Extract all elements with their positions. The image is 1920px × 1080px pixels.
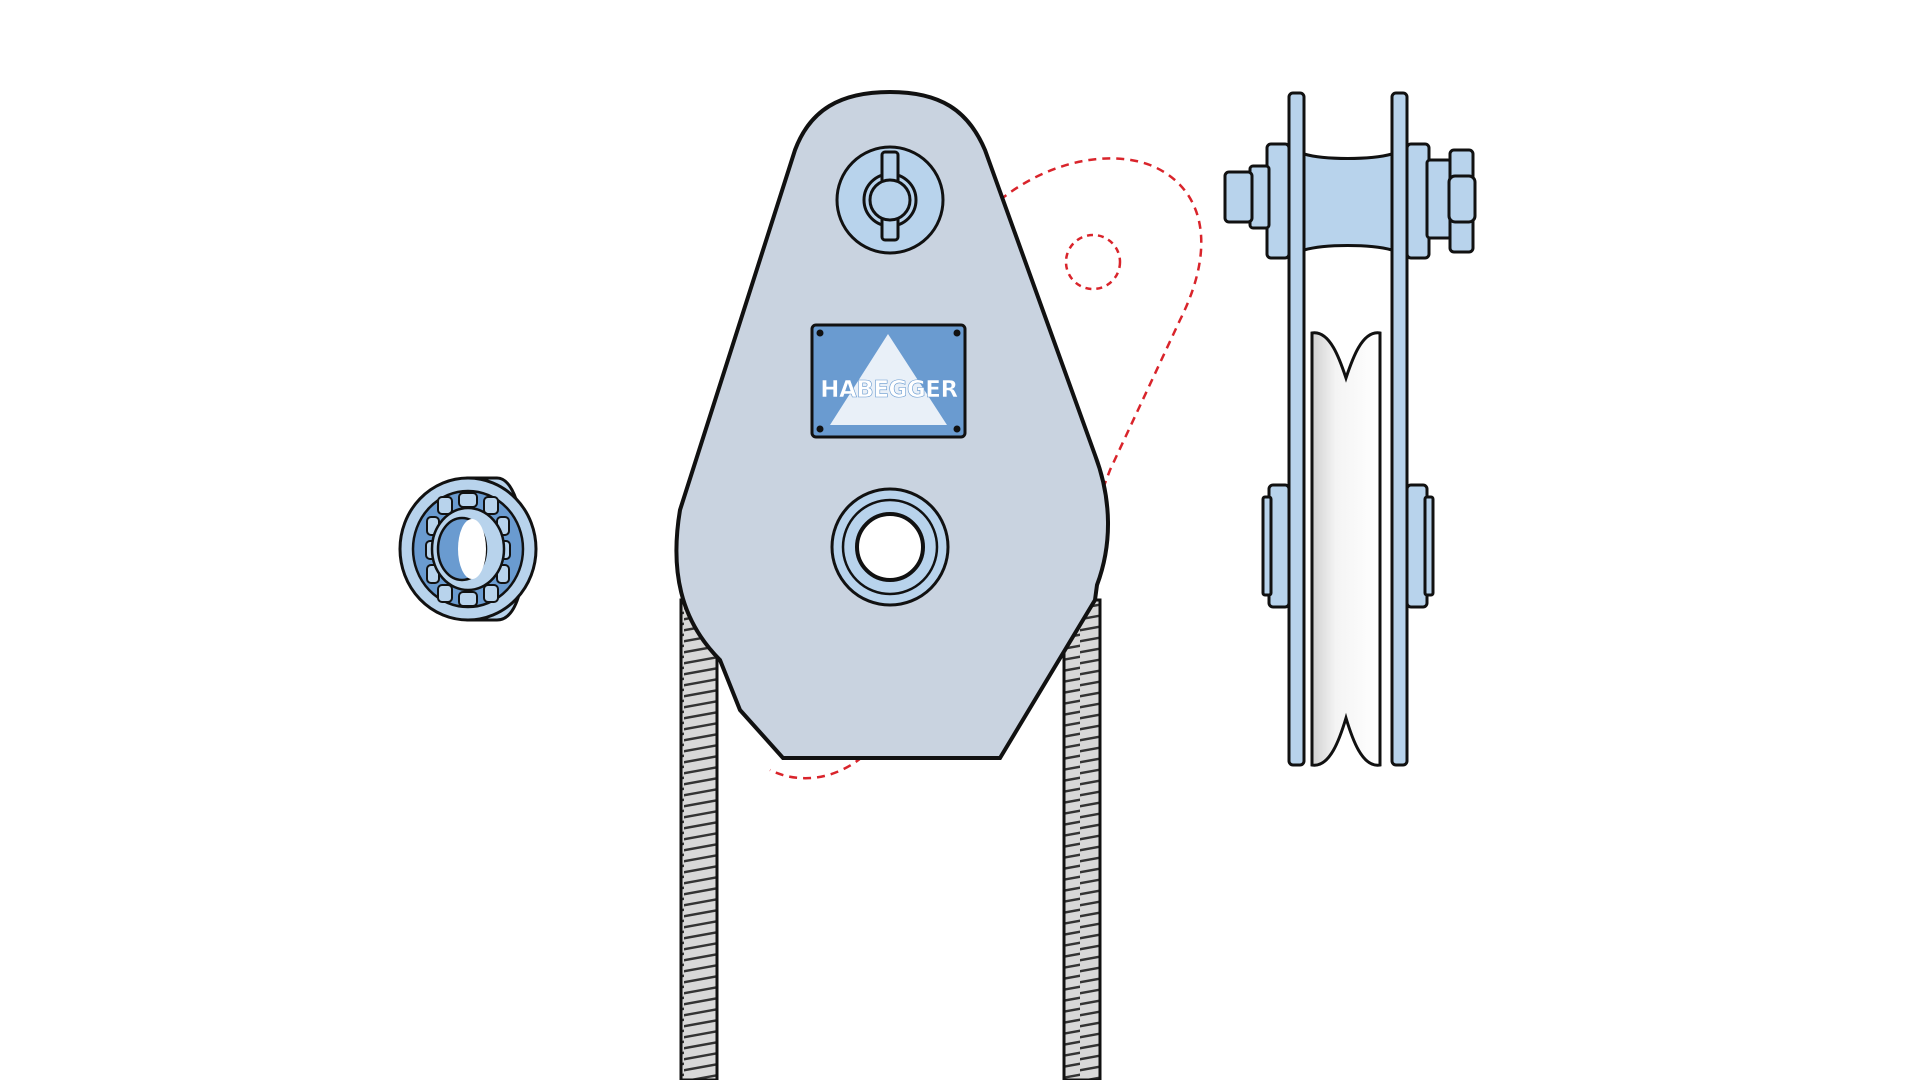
rope-left [679, 598, 719, 1080]
swing-plate-pivot-hole [1064, 233, 1122, 291]
plate-rivet [953, 329, 961, 337]
side-sheave [1310, 331, 1382, 767]
side-top-axle [1223, 142, 1477, 260]
side-top-cap-left [1223, 170, 1254, 224]
plate-rivet [953, 425, 961, 433]
center-bearing-ring [841, 498, 939, 596]
side-hub-right-flange [1423, 495, 1435, 597]
swing-cheek-outline [769, 157, 1203, 780]
top-axle [835, 145, 945, 255]
side-cheek-right [1390, 91, 1409, 767]
wire-rope [679, 598, 1102, 1080]
snatch-block-side [1223, 91, 1477, 767]
swing-plate-dashed-outline [769, 157, 1203, 780]
snatch-block-front: HABEGGER [674, 89, 1110, 760]
center-bearing [830, 487, 950, 607]
rope-right [1062, 598, 1102, 1080]
brand-logo-triangle-icon [830, 334, 947, 425]
plate-rivet [816, 329, 824, 337]
side-center-hub [1261, 483, 1435, 609]
bearing-bore [458, 519, 486, 579]
brand-name: HABEGGER [820, 377, 958, 403]
ball-bearing [398, 476, 538, 622]
brand-plate: HABEGGER [810, 323, 967, 439]
plate-rivet [816, 425, 824, 433]
side-top-pin [1447, 174, 1477, 224]
side-hub-left-flange [1261, 495, 1273, 597]
center-bearing-bore [855, 512, 925, 582]
top-axle-hub [868, 178, 912, 222]
side-top-nut-right [1425, 158, 1453, 240]
side-cheek-left [1287, 91, 1306, 767]
side-top-spool [1302, 152, 1394, 252]
